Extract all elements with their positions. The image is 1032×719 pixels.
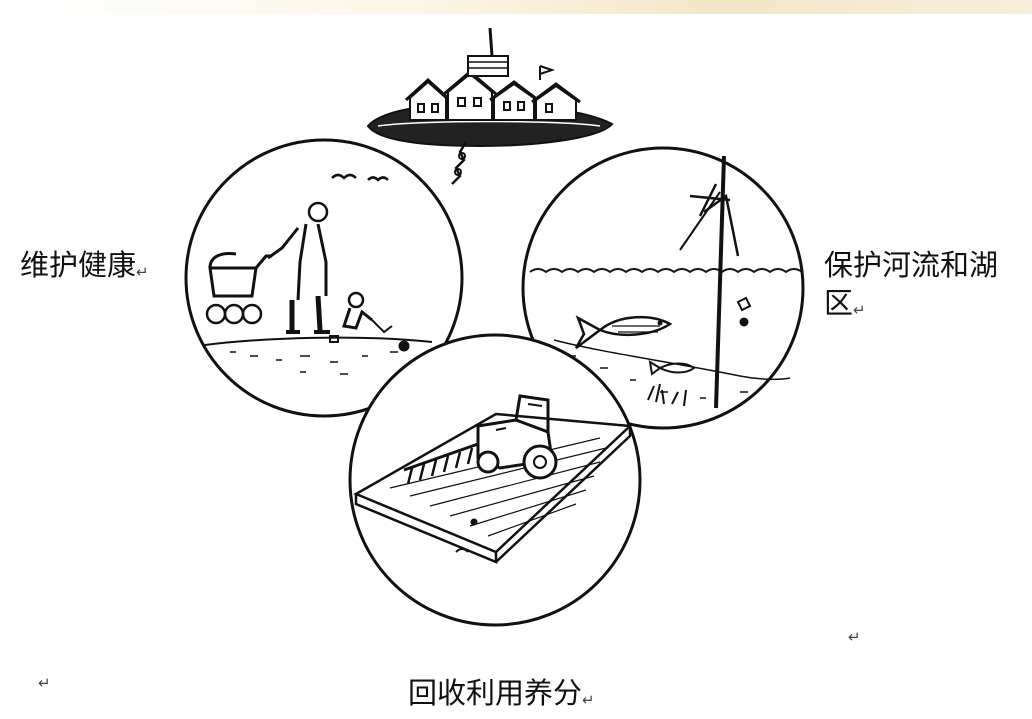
label-protect-rivers-lakes: 保护河流和湖 区↵	[824, 246, 998, 329]
family-beach-scene-icon	[184, 138, 464, 418]
label-rivers-text-line1: 保护河流和湖	[824, 248, 999, 282]
return-mark: ↵	[582, 691, 595, 709]
return-mark: ↵	[136, 263, 149, 281]
return-mark: ↵	[853, 301, 866, 319]
stray-return-mark-right: ↵	[848, 628, 861, 646]
tractor-field-scene-icon	[348, 333, 642, 627]
label-maintain-health: 维护健康↵	[20, 246, 149, 291]
stray-return-mark-left: ↵	[38, 674, 51, 692]
lake-fish-scene-icon	[521, 146, 805, 430]
island-village-icon	[366, 27, 614, 185]
label-rivers-text-line2: 区	[824, 286, 854, 320]
label-recycle-nutrients: 回收利用养分↵	[408, 674, 595, 719]
label-nutrients-text: 回收利用养分	[408, 676, 583, 710]
top-decorative-band	[0, 0, 1032, 14]
label-health-text: 维护健康	[20, 248, 137, 282]
